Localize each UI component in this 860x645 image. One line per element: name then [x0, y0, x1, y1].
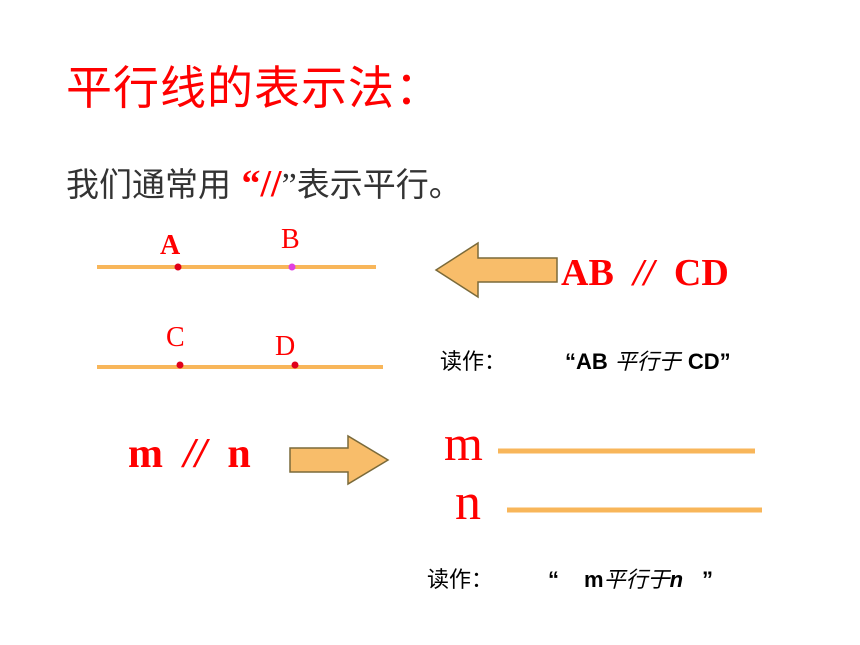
point-d	[291, 361, 299, 369]
reading-ab-cd: 读作： “AB 平行于 CD”	[440, 344, 731, 376]
reading-cd: CD	[687, 349, 720, 374]
reading-quote-open: “	[565, 349, 577, 374]
intro-suffix: 表示平行。	[296, 165, 462, 204]
intro-sentence: 我们通常用 “//”表示平行。	[66, 158, 462, 206]
point-b	[288, 263, 296, 271]
reading-n: n	[669, 567, 684, 592]
notation-parallel-symbol: //	[633, 252, 655, 294]
reading-label: 读作：	[440, 350, 507, 375]
notation-m-n: m // n	[128, 430, 251, 478]
page-title: 平行线的表示法：	[66, 61, 442, 115]
arrow-left-icon	[434, 241, 558, 299]
line-label-n: n	[455, 474, 481, 531]
point-label-b: B	[281, 224, 300, 255]
reading-mn-parallel-to: 平行于	[603, 568, 670, 593]
reading-parallel-to: 平行于	[614, 350, 681, 375]
notation-mn-parallel-symbol: //	[183, 431, 207, 477]
notation-m: m	[128, 431, 163, 477]
intro-prefix: 我们通常用	[66, 165, 231, 204]
reading-quote-close: ”	[719, 349, 731, 374]
reading-m: m	[584, 567, 604, 592]
notation-cd: CD	[673, 252, 729, 294]
reading-mn-quote-close: ”	[702, 567, 714, 592]
point-label-a: A	[160, 230, 181, 261]
notation-n: n	[227, 431, 251, 477]
parallel-symbol: “//	[241, 163, 282, 205]
point-c	[176, 361, 184, 369]
reading-mn-quote-open: “	[548, 567, 560, 592]
arrow-right-icon	[289, 434, 390, 486]
reading-ab: AB	[576, 349, 608, 374]
reading-m-n: 读作： “ m平行于n ”	[427, 562, 713, 594]
point-label-c: C	[166, 322, 185, 353]
point-label-d: D	[275, 331, 296, 362]
notation-ab-cd: AB // CD	[561, 251, 729, 295]
reading-mn-label: 读作：	[427, 568, 494, 593]
intro-quote-close: ”	[281, 167, 297, 204]
line-label-m: m	[444, 415, 483, 471]
point-a	[174, 263, 182, 271]
notation-ab: AB	[561, 252, 614, 294]
